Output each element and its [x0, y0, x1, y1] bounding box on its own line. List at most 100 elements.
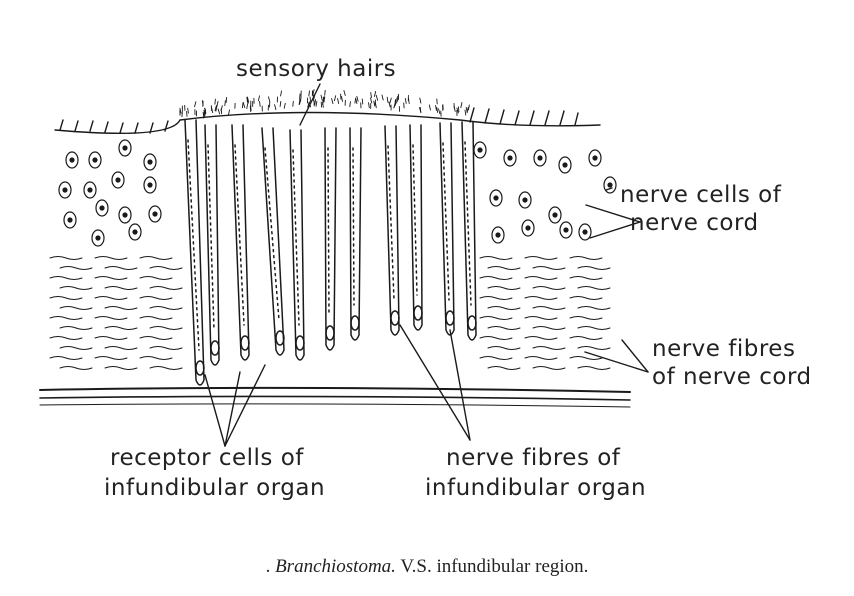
sensory-hair [325, 90, 326, 95]
receptor-cell-nucleus [296, 336, 304, 350]
receptor-cell-nucleus [446, 311, 454, 325]
sensory-hair [344, 91, 345, 96]
sensory-hair [350, 102, 351, 107]
nerve-fibre-wave [60, 367, 92, 370]
nerve-fibre-wave [105, 327, 137, 330]
sensory-hair [275, 105, 276, 110]
nerve-fibre-wave [533, 287, 565, 290]
nerve-fibre-wave [95, 337, 127, 340]
nerve-cell-nucleus [153, 212, 157, 216]
nerve-cell-nucleus [88, 188, 92, 192]
nerve-fibre-wave [480, 297, 512, 300]
receptor-cell-nucleus [211, 341, 219, 355]
nerve-fibre-wave [105, 287, 137, 290]
nerve-cell-nucleus [123, 213, 127, 217]
receptor-cell [185, 120, 204, 385]
nerve-fibre-wave [525, 277, 557, 280]
nerve-fibre-wave [50, 297, 82, 300]
nerve-fibre-wave [95, 257, 127, 260]
nerve-fibre-wave [570, 357, 602, 360]
sensory-hair [195, 102, 196, 107]
nerve-fibre-wave [570, 297, 602, 300]
nerve-cell-nucleus [564, 228, 568, 232]
nerve-fibre-wave [525, 357, 557, 360]
receptor-cell [290, 130, 304, 360]
nerve-fibre-wave [60, 347, 92, 350]
nerve-fibre-wave [50, 277, 82, 280]
sensory-hair [321, 95, 322, 100]
nerve-cell-nucleus [133, 230, 137, 234]
nerve-fibre-wave [488, 287, 520, 290]
basement-line-3 [40, 404, 630, 407]
nerve-cell-nucleus [123, 146, 127, 150]
nerve-fibre-wave [578, 327, 610, 330]
sensory-hair [280, 101, 281, 106]
sensory-hair [258, 96, 259, 101]
nerve-fibre-wave [533, 327, 565, 330]
caption-prefix: . [266, 556, 271, 577]
pointer-fibres-cord-2 [585, 352, 648, 372]
nerve-fibre-wave [480, 317, 512, 320]
nerve-fibre-wave [150, 307, 182, 310]
label-nerve-fibres-cord-line1: nerve fibres [652, 336, 795, 363]
nerve-fibre-wave [488, 307, 520, 310]
sensory-hair [409, 99, 410, 104]
nerve-cell-nucleus [63, 188, 67, 192]
sensory-hair [420, 107, 421, 112]
sensory-hair [315, 100, 316, 105]
nerve-fibre-wave [570, 317, 602, 320]
sensory-hair [362, 99, 363, 104]
sensory-hair [334, 96, 335, 101]
nerve-cell-nucleus [523, 198, 527, 202]
nerve-fibre-wave [525, 257, 557, 260]
nerve-fibre-wave [533, 307, 565, 310]
pointer-sensory-hairs [300, 84, 320, 125]
nerve-cell-nucleus [116, 178, 120, 182]
sensory-hair [390, 98, 391, 103]
nerve-cell-nucleus [68, 218, 72, 222]
nerve-fibre-wave [578, 307, 610, 310]
nerve-fibre-wave [140, 297, 172, 300]
caption-genus: Branchiostoma. [275, 556, 396, 577]
nerve-fibre-wave [140, 257, 172, 260]
sensory-hair [454, 106, 455, 111]
sensory-hairs-tuft [180, 90, 469, 119]
nerve-fibre-wave [95, 317, 127, 320]
nerve-fibre-wave [488, 327, 520, 330]
nerve-cell-nucleus [608, 183, 612, 187]
nerve-fibre-wave [60, 267, 92, 270]
nerve-cell-nucleus [496, 233, 500, 237]
sensory-hair [247, 104, 248, 109]
sensory-hair [375, 92, 376, 97]
label-receptor-cells-line1: receptor cells of [110, 445, 304, 472]
nerve-fibre-wave [140, 337, 172, 340]
nerve-fibre-wave [50, 257, 82, 260]
nerve-fibre-wave [150, 347, 182, 350]
receptor-cell [205, 125, 219, 365]
label-receptor-cells-line2: infundibular organ [104, 475, 325, 502]
nerve-fibre-wave [480, 277, 512, 280]
nerve-cell-nucleus [494, 196, 498, 200]
nerve-fibre-wave [105, 367, 137, 370]
sensory-hair [188, 108, 189, 113]
nerve-fibre-wave [95, 297, 127, 300]
sensory-hair [243, 103, 244, 108]
nerve-cell-nucleus [93, 158, 97, 162]
nerve-fibre-wave [60, 327, 92, 330]
sensory-hair [439, 109, 440, 114]
nerve-fibre-wave [60, 307, 92, 310]
nerve-cell-nucleus [553, 213, 557, 217]
sensory-hair [387, 97, 388, 102]
label-nerve-cells-line1: nerve cells of [620, 182, 781, 209]
receptor-cell-nucleus [391, 311, 399, 325]
label-nerve-fibres-organ-line1: nerve fibres of [446, 445, 620, 472]
receptor-cell-nucleus [326, 326, 334, 340]
nerve-fibre-wave [578, 267, 610, 270]
nerve-fibre-wave [95, 277, 127, 280]
pointer-receptor-2 [225, 372, 240, 446]
nerve-cell-nucleus [148, 183, 152, 187]
sensory-hair [469, 105, 470, 110]
nerve-fibre-wave [105, 307, 137, 310]
nerve-fibre-waves [50, 257, 610, 370]
sensory-hair [221, 109, 222, 114]
